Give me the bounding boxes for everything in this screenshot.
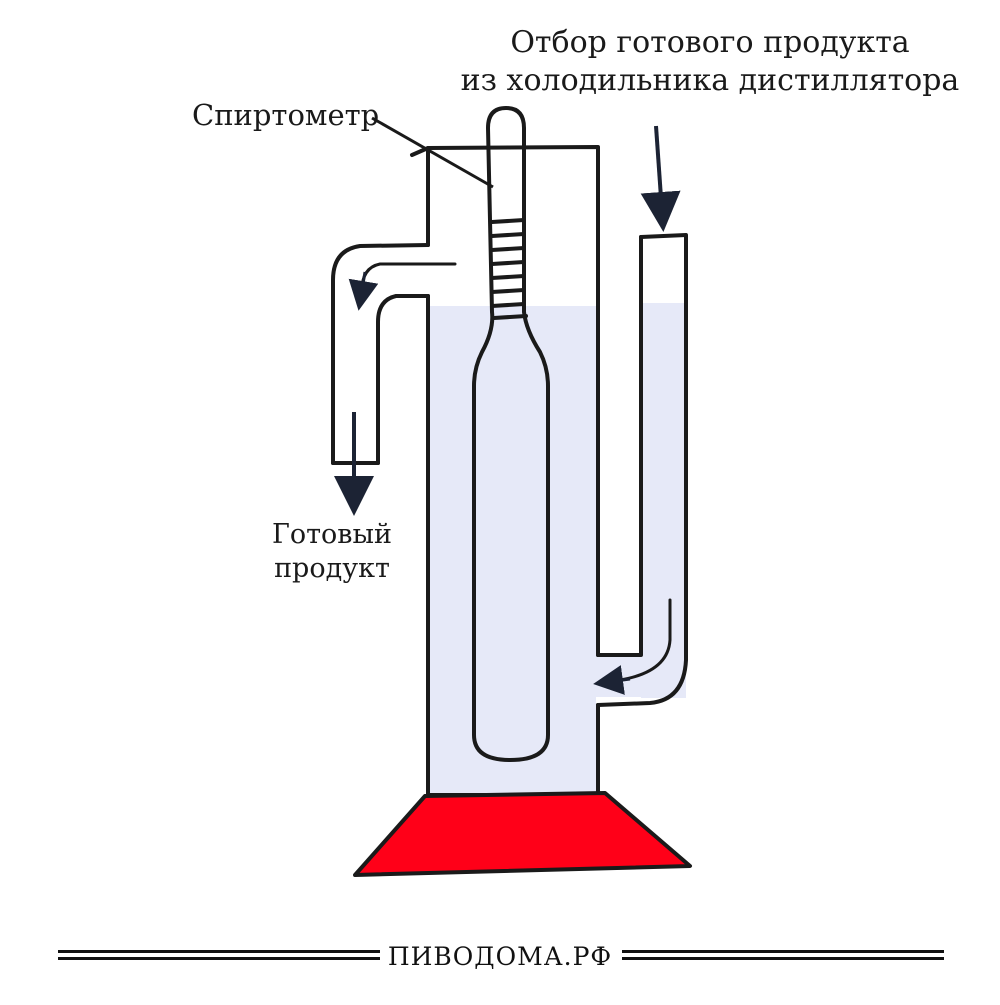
feed-label-line2: из холодильника дистиллятора [460, 63, 960, 98]
feed-tube-liquid [641, 303, 686, 698]
feed-label: Отбор готового продукта из холодильника … [420, 24, 1000, 100]
cylinder-base [353, 791, 692, 877]
feed-inlet-tube [596, 233, 688, 707]
feed-down-arrow [640, 125, 681, 232]
site-name: ПИВОДОМА.РФ [387, 942, 613, 971]
product-label-line1: Готовый [271, 519, 392, 550]
cylinder-liquid [428, 306, 596, 794]
feed-flow-arrow [593, 665, 631, 695]
feed-elbow-liquid [596, 655, 656, 697]
product-label: Готовый продукт [262, 518, 402, 586]
hydrometer-leader-line [371, 116, 494, 189]
outlet-flow-arrow [348, 271, 379, 311]
hydrometer [472, 106, 550, 762]
footer: ПИВОДОМА.РФ [0, 938, 1000, 978]
hydrometer-scale [490, 218, 528, 320]
footer-rule-left [58, 950, 380, 960]
product-label-line2: продукт [274, 553, 390, 584]
hydrometer-label: Спиртометр [192, 98, 380, 132]
feed-label-line1: Отбор готового продукта [510, 25, 910, 60]
footer-rule-right [622, 950, 944, 960]
